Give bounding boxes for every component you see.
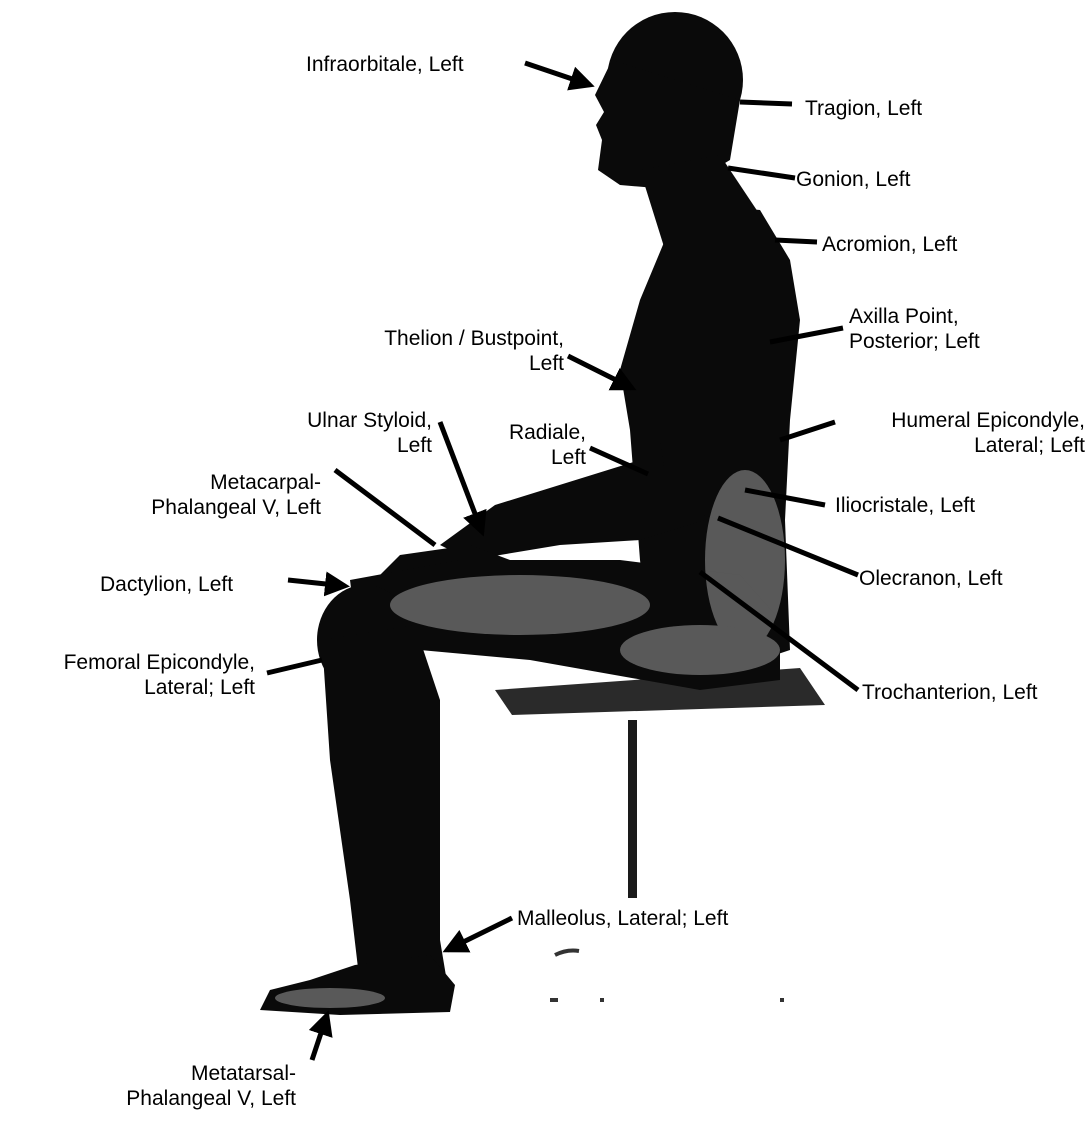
label-malleolus: Malleolus, Lateral; Left — [517, 906, 728, 931]
label-gonion: Gonion, Left — [796, 167, 910, 192]
arrow-metatarsal — [312, 1015, 327, 1060]
stool-post — [628, 720, 637, 898]
label-acromion: Acromion, Left — [822, 232, 957, 257]
label-thelion: Thelion / Bustpoint, Left — [332, 326, 564, 376]
arrow-dactylion — [288, 580, 345, 586]
stool-base-speck — [550, 951, 784, 1001]
line-femoral — [267, 660, 322, 673]
arrow-malleolus — [447, 918, 512, 950]
label-infraorbitale: Infraorbitale, Left — [306, 52, 464, 77]
label-dactylion: Dactylion, Left — [100, 572, 233, 597]
label-metacarpal: Metacarpal- Phalangeal V, Left — [128, 470, 321, 520]
label-femoral: Femoral Epicondyle, Lateral; Left — [10, 650, 255, 700]
line-acromion — [775, 240, 817, 242]
shin — [322, 625, 450, 1000]
line-tragion — [740, 102, 792, 104]
stool — [495, 668, 825, 1000]
arrow-ulnar — [440, 422, 482, 532]
thigh-highlight — [390, 575, 650, 635]
line-gonion — [728, 168, 795, 178]
seat-highlight — [620, 625, 780, 675]
label-radiale: Radiale, Left — [480, 420, 586, 470]
label-trochanterion: Trochanterion, Left — [862, 680, 1038, 705]
label-humeral: Humeral Epicondyle, Lateral; Left — [838, 408, 1085, 458]
arrow-infraorbitale — [525, 63, 590, 85]
label-olecranon: Olecranon, Left — [859, 566, 1003, 591]
label-axilla: Axilla Point, Posterior; Left — [849, 304, 980, 354]
label-metatarsal: Metatarsal- Phalangeal V, Left — [78, 1061, 296, 1111]
foot-highlight — [275, 988, 385, 1008]
label-iliocristale: Iliocristale, Left — [835, 493, 975, 518]
label-ulnar: Ulnar Styloid, Left — [260, 408, 432, 458]
label-tragion: Tragion, Left — [805, 96, 922, 121]
line-metacarpal — [335, 470, 435, 545]
